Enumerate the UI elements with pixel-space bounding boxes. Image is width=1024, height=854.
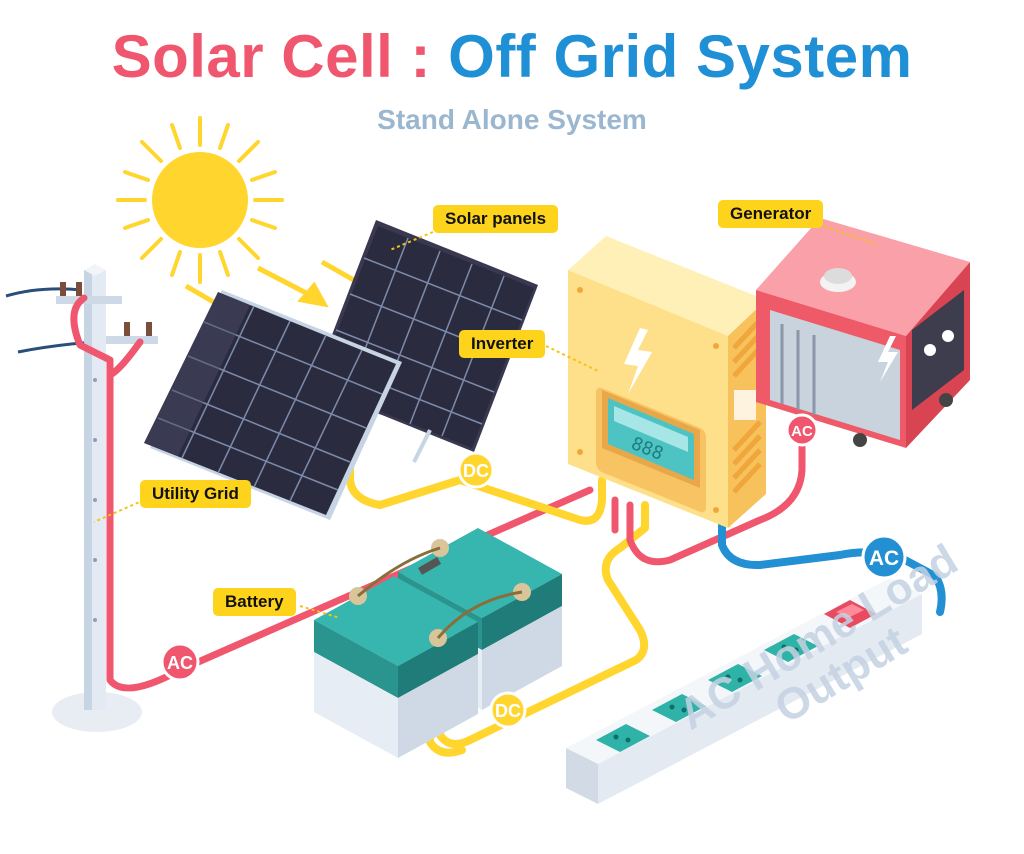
sun-icon: [116, 116, 284, 284]
generator-unit: [756, 218, 970, 448]
label-generator: Generator: [718, 200, 824, 228]
inverter-unit: [568, 236, 766, 528]
pole-shadow: [52, 692, 142, 732]
battery-bank: [314, 528, 562, 758]
label-inverter: Inverter: [459, 330, 546, 358]
title-part-2: Off Grid System: [448, 23, 913, 90]
leader-lines: [93, 225, 877, 619]
page-title: Solar Cell : Off Grid System: [0, 22, 1024, 91]
switch-icon: [824, 600, 876, 628]
generator-lightning-icon: [878, 336, 898, 382]
label-solar-panels: Solar panels: [433, 205, 559, 233]
label-utility-grid: Utility Grid: [140, 480, 251, 508]
utility-pole: [5, 264, 158, 710]
label-battery: Battery: [213, 588, 296, 616]
title-part-1: Solar Cell :: [111, 23, 431, 90]
lightning-icon: [624, 328, 652, 394]
page-subtitle: Stand Alone System: [377, 104, 647, 135]
solar-panel-front: [144, 290, 402, 520]
power-strip: [566, 578, 922, 804]
